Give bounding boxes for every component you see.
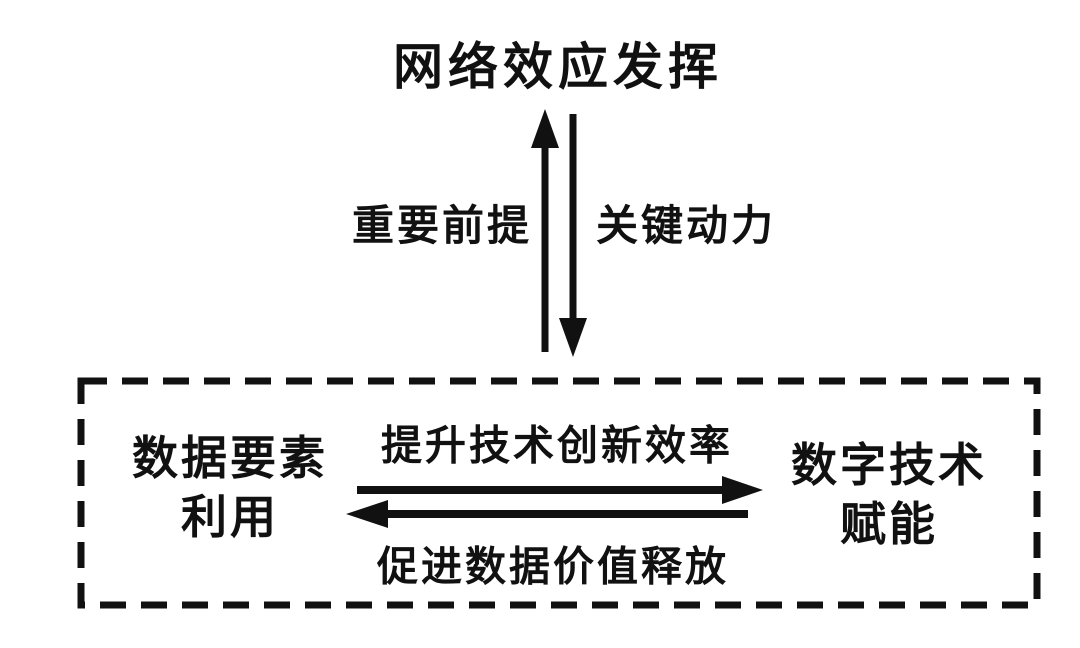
backward-arrow-label: 促进数据价值释放	[377, 543, 729, 590]
vertical-link-left-label: 重要前提	[351, 203, 533, 250]
up-arrow	[531, 109, 559, 352]
forward-arrow-label: 提升技术创新效率	[381, 422, 733, 469]
left-node-line2: 利用	[181, 492, 279, 543]
vertical-link-right-label: 关键动力	[595, 203, 777, 250]
right-node-line2: 赋能	[840, 499, 938, 550]
left-arrow	[346, 500, 748, 528]
down-arrow	[559, 114, 587, 357]
left-node-data-elements: 数据要素 利用	[132, 430, 328, 548]
top-node-network-effect: 网络效应发挥	[393, 38, 723, 95]
right-node-digital-tech: 数字技术 赋能	[791, 437, 987, 555]
left-node-line1: 数据要素	[132, 433, 328, 485]
right-node-line1: 数字技术	[791, 440, 987, 492]
dashed-box	[77, 377, 1041, 609]
right-arrow	[357, 476, 763, 504]
